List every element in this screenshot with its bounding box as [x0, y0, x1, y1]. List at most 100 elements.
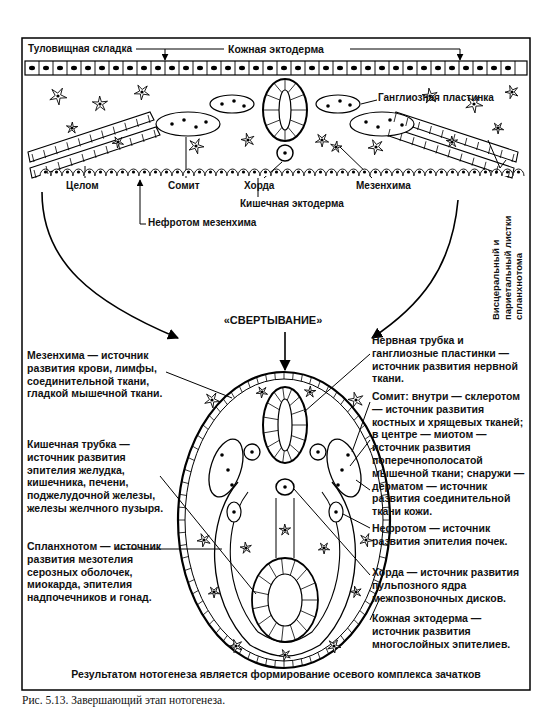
cell-border [274, 127, 282, 137]
cell-border [267, 403, 279, 410]
somite-shape [156, 112, 220, 136]
callout-note: Нефротом — источник развития эпителия по… [372, 522, 527, 548]
cell-nucleus [260, 390, 263, 393]
cell-nucleus [440, 170, 443, 173]
cell-border [319, 61, 320, 75]
cell-border [460, 154, 462, 162]
cell-border [296, 619, 307, 631]
cell-border [239, 386, 242, 392]
part-label: Висцеральный и париетальный листки сплан… [490, 170, 525, 320]
cell-border [354, 620, 359, 625]
cell-border [258, 615, 271, 624]
cell-border [263, 417, 278, 419]
mesenchyme-cell [318, 543, 329, 554]
leader-line [350, 402, 370, 490]
part-label: Кишечная эктодерма [240, 198, 364, 210]
cell-border [304, 169, 315, 176]
neural-tube-lumen [278, 399, 292, 451]
cell-border [394, 114, 396, 122]
cell-nucleus [198, 170, 201, 173]
cell-border [253, 591, 269, 594]
cell-border [90, 135, 92, 143]
cell-border [290, 625, 295, 640]
part-label: Кожная эктодерма [228, 43, 348, 56]
cell-nucleus [98, 102, 101, 105]
mesenchyme-cell [240, 542, 251, 553]
neural-tube [263, 79, 307, 141]
leader-line [294, 489, 370, 575]
cell-border [249, 61, 250, 75]
cell-border [179, 61, 180, 75]
cell-border [292, 660, 294, 667]
mesenchyme-cell [50, 88, 67, 105]
cell-border [296, 569, 307, 581]
cell-nucleus [330, 170, 333, 173]
cell-border [480, 169, 491, 176]
splanchnotome-sheet [230, 492, 339, 643]
cell-border [512, 154, 514, 162]
cell-border [161, 169, 172, 176]
cell-border [425, 169, 436, 176]
leader-line [136, 49, 224, 50]
cell-border [130, 138, 132, 146]
cell-nucleus [283, 528, 286, 531]
cell-nucleus [242, 104, 246, 108]
cell-border [106, 169, 117, 176]
cell-border [70, 158, 72, 166]
cell-border [326, 169, 337, 176]
nephrotome-shape [227, 502, 241, 522]
cell-border [290, 444, 300, 453]
ectoderm-nuclei [29, 66, 511, 70]
cell-border [291, 110, 307, 111]
somite-shape [320, 435, 367, 501]
cell-border [334, 392, 338, 398]
cell-border [389, 61, 390, 75]
cell-nucleus [197, 66, 203, 70]
callout-note: Спланхнотом — источник развития мезотели… [27, 540, 172, 604]
cell-border [192, 591, 198, 595]
cell-border [205, 169, 216, 176]
leader-arrow [165, 49, 166, 60]
cell-border [258, 575, 271, 584]
part-label: Мезенхима [356, 180, 430, 192]
cell-border [266, 374, 267, 381]
cell-border [436, 145, 438, 153]
cell-nucleus [351, 66, 357, 70]
cell-border [180, 544, 187, 545]
cell-border [267, 440, 279, 447]
cell-border [365, 435, 371, 439]
cell-border [448, 150, 450, 158]
cell-border [414, 169, 425, 176]
cell-border [318, 652, 320, 659]
cell-border [370, 169, 381, 176]
cell-border [301, 583, 316, 590]
cell-border [271, 169, 282, 176]
cell-nucleus [239, 66, 245, 70]
cell-border [381, 169, 392, 176]
cell-border [178, 532, 185, 534]
cell-nucleus [334, 145, 337, 148]
cell-nucleus [116, 140, 119, 143]
cell-nucleus [326, 104, 330, 108]
cell-border [260, 169, 271, 176]
cell-border [55, 146, 57, 154]
cell-border [180, 494, 187, 495]
cell-border [436, 169, 447, 176]
cell-nucleus [113, 66, 119, 70]
cell-nucleus [297, 170, 300, 173]
cell-border [359, 169, 370, 176]
cell-border [266, 95, 280, 101]
chord-shape [276, 479, 294, 495]
cell-border [302, 600, 318, 601]
cell-nucleus [388, 118, 392, 122]
cell-border [354, 415, 359, 420]
cell-nucleus [462, 170, 465, 173]
cell-border [403, 169, 414, 176]
mesenchyme-cell [134, 85, 149, 100]
cell-nucleus [165, 170, 168, 173]
neural-tube-lumen [279, 90, 291, 130]
cell-border [231, 392, 235, 398]
leader-line [361, 100, 377, 104]
cell-border [429, 126, 431, 134]
cell-nucleus [140, 90, 143, 93]
